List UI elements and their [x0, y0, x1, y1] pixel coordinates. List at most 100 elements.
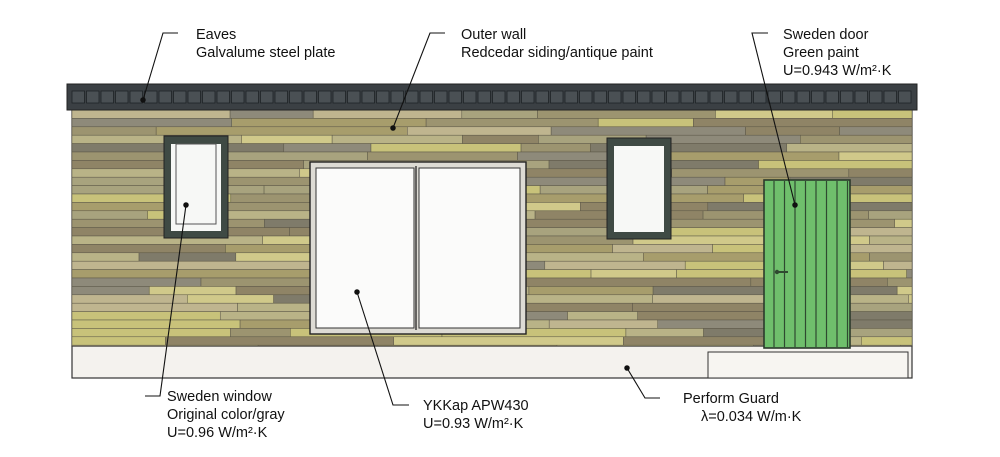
label-outer-wall-line1: Redcedar siding/antique paint — [461, 45, 653, 61]
siding-board — [71, 319, 241, 329]
roof-tile — [564, 90, 578, 104]
siding-board — [71, 210, 148, 220]
roof-tile — [680, 90, 694, 104]
siding-board — [283, 143, 372, 153]
roof-tile — [593, 90, 607, 104]
siding-board — [407, 126, 552, 136]
roof-tile — [738, 90, 752, 104]
siding-board — [758, 160, 913, 170]
siding-board — [786, 143, 913, 153]
roof-tile — [158, 90, 172, 104]
roof-tile — [86, 90, 100, 104]
roof-tile — [883, 90, 897, 104]
roof-tile — [767, 90, 781, 104]
sliding-window-ykkap — [309, 161, 527, 335]
siding-board — [71, 286, 150, 296]
label-eaves-title: Eaves — [196, 27, 237, 43]
roof-tile — [666, 90, 680, 104]
roof-tile — [608, 90, 622, 104]
siding-board — [71, 311, 221, 321]
roof-tile — [825, 90, 839, 104]
siding-board — [71, 126, 157, 136]
siding-board — [155, 126, 408, 136]
siding-board — [887, 277, 913, 287]
siding-board — [894, 218, 913, 228]
siding-board — [71, 269, 313, 279]
siding-board — [513, 277, 752, 287]
label-sliding-title: YKKap APW430 — [423, 398, 529, 414]
siding-board — [900, 344, 913, 347]
roof-tile — [477, 90, 491, 104]
roof-tile — [129, 90, 143, 104]
siding-board — [425, 118, 599, 128]
siding-board — [883, 260, 913, 270]
roof-tile — [289, 90, 303, 104]
sweden-window-left — [163, 135, 229, 239]
siding-board — [71, 294, 188, 304]
roof-tile — [695, 90, 709, 104]
label-guard-line1: λ=0.034 W/m·K — [701, 409, 802, 425]
roof-tile — [332, 90, 346, 104]
siding-board — [231, 118, 427, 128]
siding-board — [869, 235, 913, 245]
roof-tile — [448, 90, 462, 104]
roof-tile — [144, 90, 158, 104]
siding-board — [868, 210, 913, 220]
siding-board — [520, 143, 591, 153]
roof-tile — [898, 90, 912, 104]
siding-board — [219, 151, 368, 161]
siding-board — [548, 319, 658, 329]
roof-tile — [376, 90, 390, 104]
siding-board — [71, 118, 232, 128]
siding-board — [671, 168, 850, 178]
siding-board — [597, 118, 694, 128]
siding-board — [550, 126, 746, 136]
siding-board — [187, 294, 274, 304]
siding-board — [637, 311, 768, 321]
siding-board — [229, 109, 314, 119]
siding-board — [370, 143, 522, 153]
siding-board — [556, 344, 754, 347]
roof-tiles — [71, 90, 912, 104]
roof-tile — [231, 90, 245, 104]
roof-tile — [390, 90, 404, 104]
roof-tile — [579, 90, 593, 104]
roof-tile — [492, 90, 506, 104]
roof-tile — [318, 90, 332, 104]
siding-board — [241, 134, 333, 144]
siding-board — [590, 269, 677, 279]
roof-tile — [216, 90, 230, 104]
siding-board — [71, 328, 231, 338]
label-window-line1: Original color/gray — [167, 407, 285, 423]
siding-board — [625, 328, 704, 338]
siding-board — [848, 168, 913, 178]
roof-tile — [811, 90, 825, 104]
roof-tile — [622, 90, 636, 104]
label-guard-title: Perform Guard — [683, 391, 779, 407]
siding-board — [842, 302, 913, 312]
door-step — [707, 351, 909, 379]
siding-board — [71, 302, 238, 312]
siding-board — [462, 134, 539, 144]
siding-board — [910, 202, 913, 212]
siding-board — [461, 109, 538, 119]
roof-tile — [115, 90, 129, 104]
siding-board — [869, 252, 913, 262]
roof-tile — [260, 90, 274, 104]
siding-board — [377, 344, 558, 347]
label-window-title: Sweden window — [167, 389, 272, 405]
label-sliding-window: YKKap APW430 U=0.93 W/m²·K — [423, 397, 529, 433]
siding-board — [715, 109, 833, 119]
siding-board — [71, 252, 140, 262]
siding-board — [693, 118, 913, 128]
siding-board — [223, 210, 322, 220]
roof-tile — [173, 90, 187, 104]
siding-board — [528, 286, 654, 296]
roof-tile — [550, 90, 564, 104]
roof-tile — [782, 90, 796, 104]
siding-board — [839, 126, 913, 136]
siding-board — [367, 151, 518, 161]
roof-tile — [347, 90, 361, 104]
siding-board — [71, 336, 166, 346]
roof-tile — [535, 90, 549, 104]
